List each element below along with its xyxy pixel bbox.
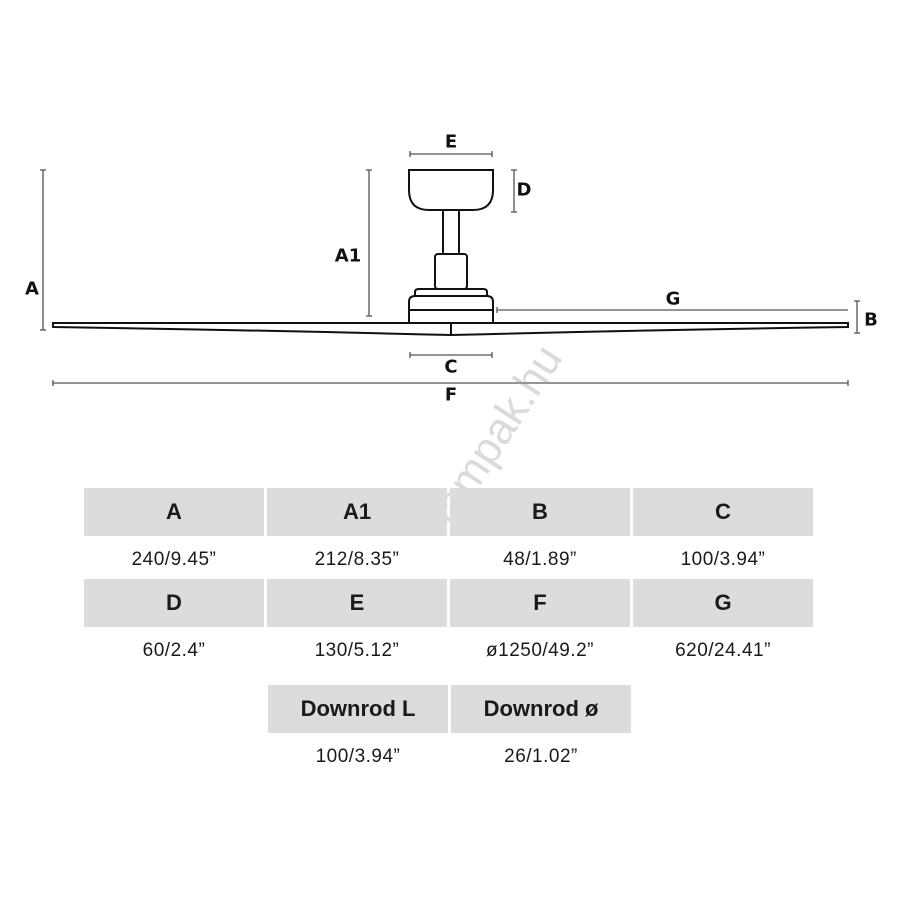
value-a: 240/9.45” [131,549,217,570]
header-d: D [84,579,264,627]
header-g: G [633,579,813,627]
value-f: ø1250/49.2” [486,640,594,661]
header-b: B [450,488,630,536]
label-a: A [25,278,39,300]
label-e: E [444,131,458,153]
dimension-lines [40,151,860,386]
header-a1: A1 [267,488,447,536]
value-a1: 212/8.35” [314,549,400,570]
value-e: 130/5.12” [314,640,400,661]
label-d: D [516,179,532,201]
label-b: B [864,309,878,331]
value-d: 60/2.4” [142,640,206,661]
value-b: 48/1.89” [503,549,577,570]
value-c: 100/3.94” [680,549,766,570]
header-a: A [84,488,264,536]
label-a1: A1 [334,245,362,267]
fan-outline [52,169,849,337]
header-e: E [267,579,447,627]
label-f: F [444,384,458,406]
header-c: C [633,488,813,536]
label-c: C [444,356,458,378]
value-downrod-length: 100/3.94” [315,746,401,767]
value-downrod-diameter: 26/1.02” [504,746,578,767]
header-downrod-length: Downrod L [268,685,448,733]
value-g: 620/24.41” [675,640,771,661]
label-g: G [665,288,681,310]
header-f: F [450,579,630,627]
header-downrod-diameter: Downrod ø [451,685,631,733]
